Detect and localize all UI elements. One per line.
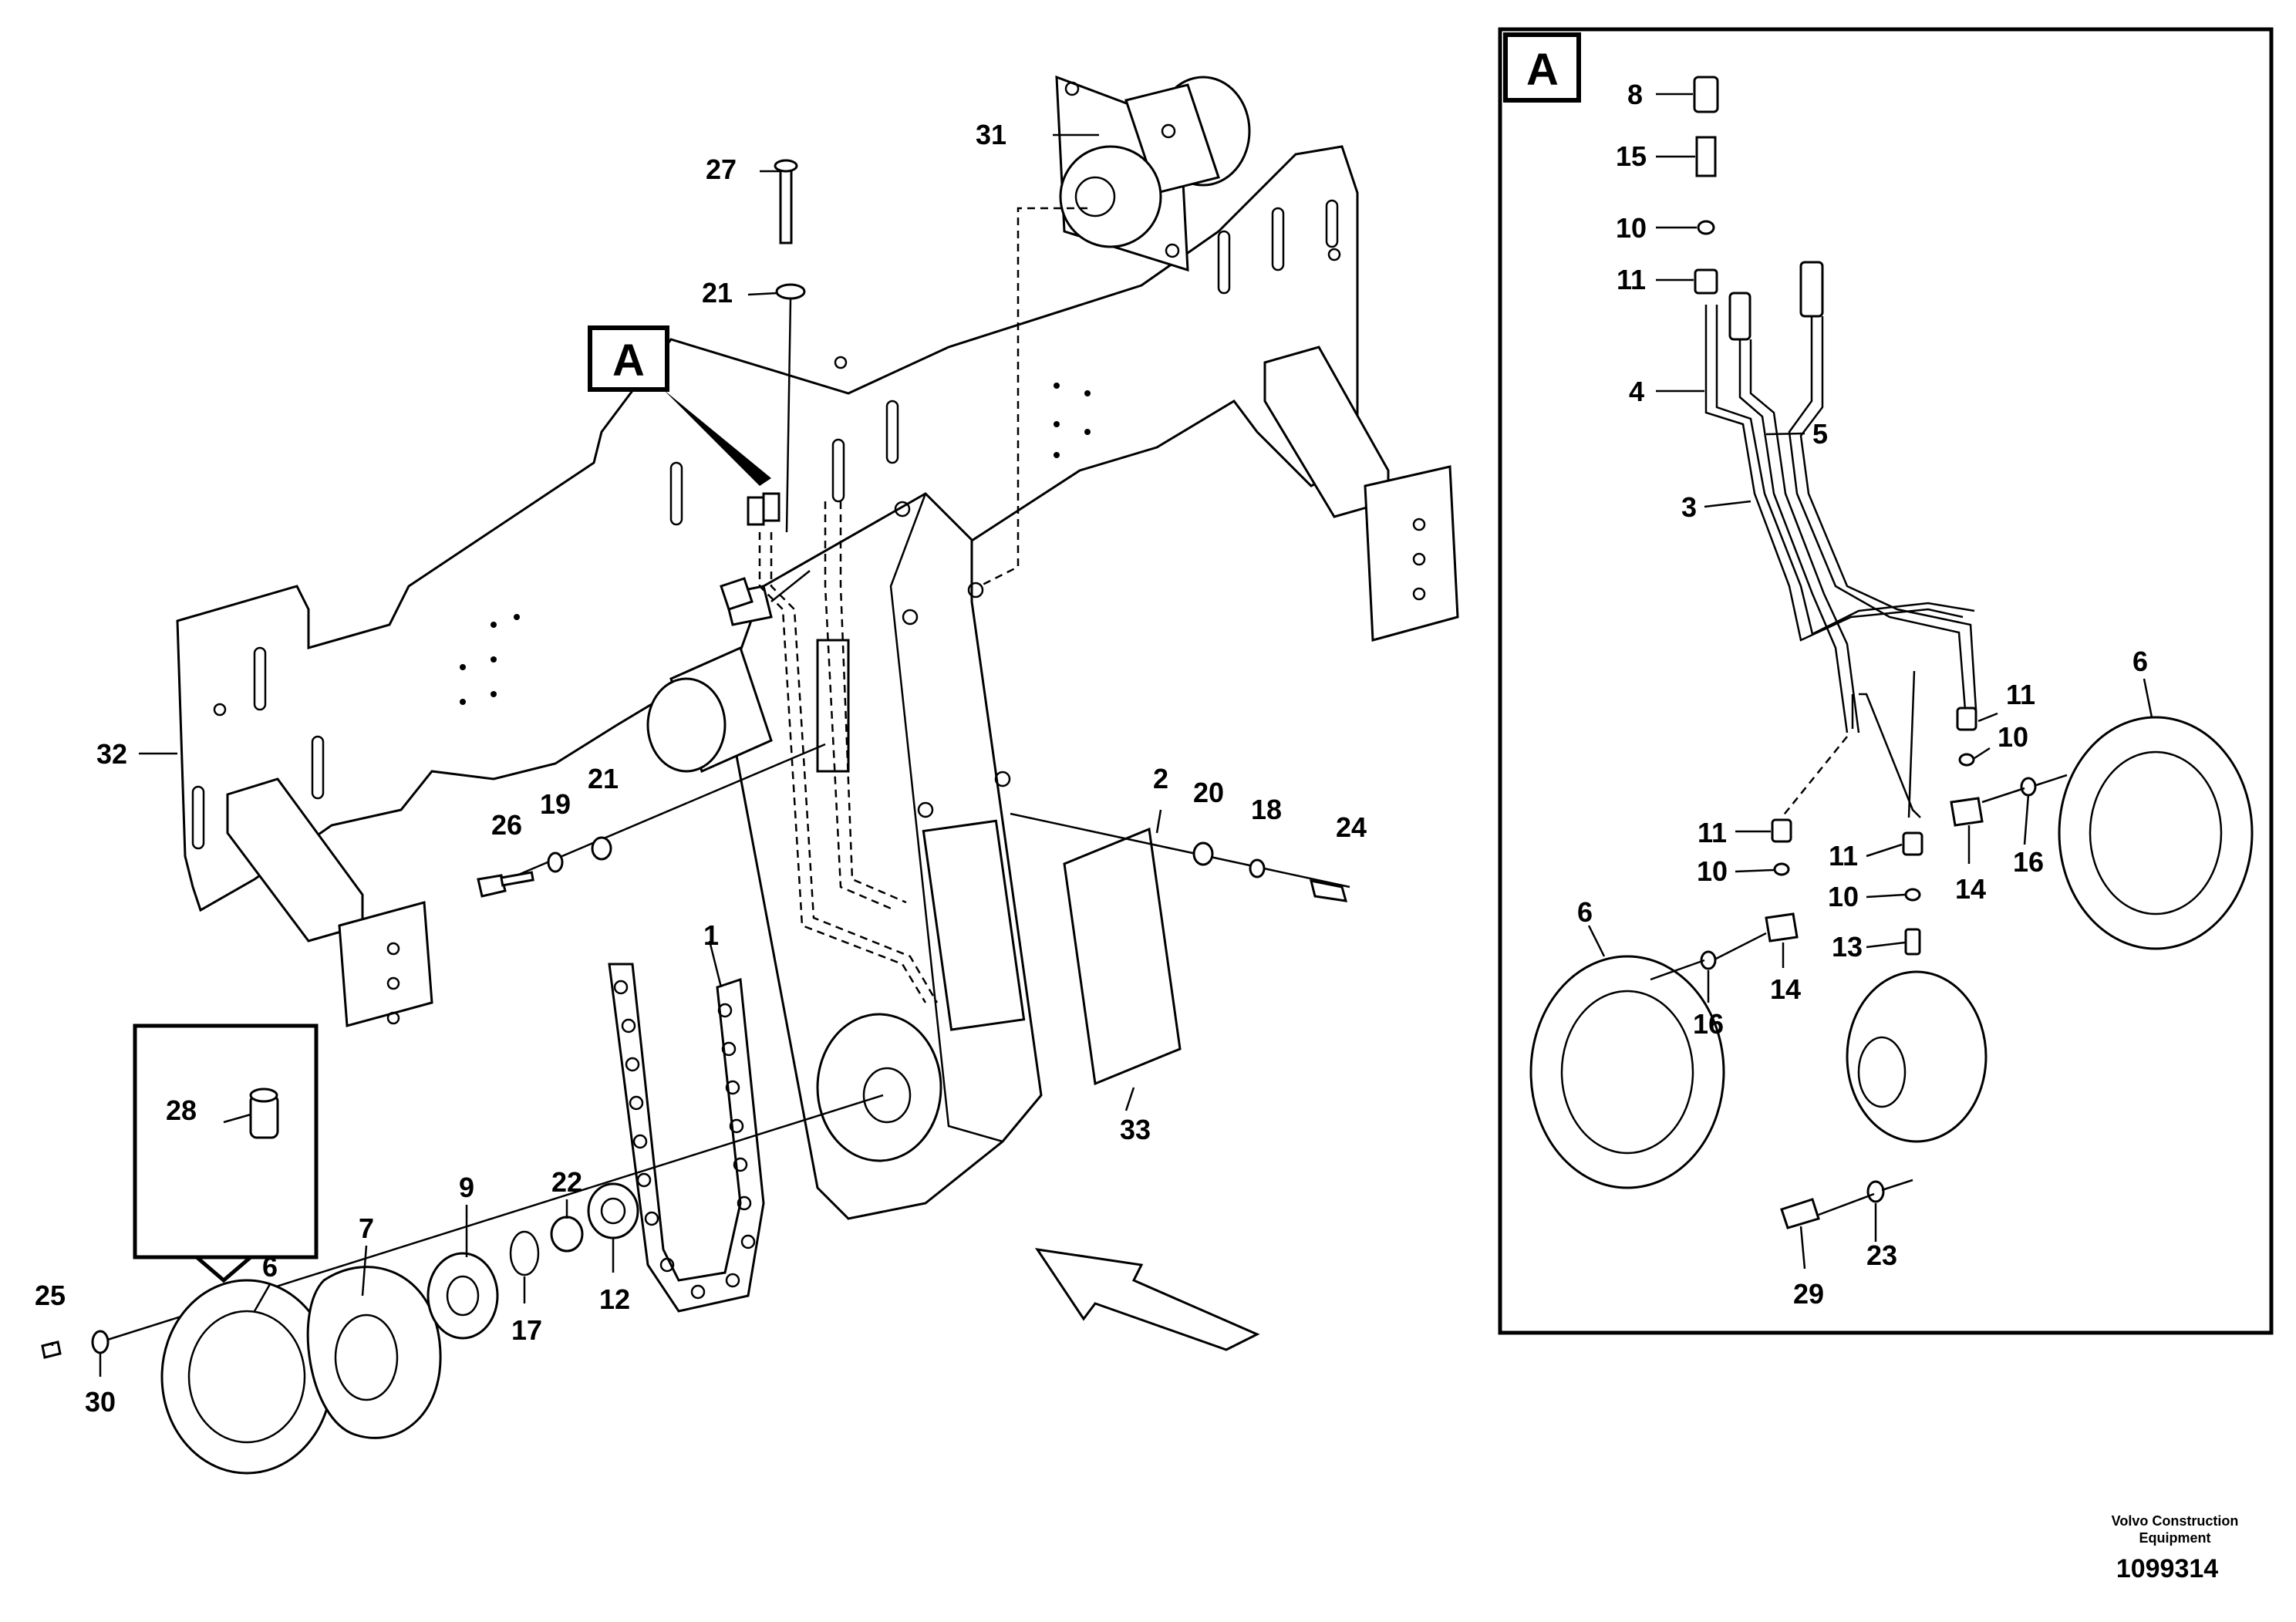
callout-33: 33 xyxy=(1120,1114,1151,1145)
footer-company-line2: Equipment xyxy=(2139,1530,2211,1546)
detail-callout-10-a: 10 xyxy=(1616,212,1647,244)
callout-18: 18 xyxy=(1251,794,1282,825)
detail-a-marker: A xyxy=(588,325,771,486)
detail-callout-29: 29 xyxy=(1793,1278,1824,1310)
callout-27: 27 xyxy=(706,153,737,185)
callout-21-left: 21 xyxy=(588,763,619,794)
callout-22: 22 xyxy=(551,1166,582,1198)
callout-32: 32 xyxy=(96,738,127,770)
detail-callout-13: 13 xyxy=(1832,931,1863,963)
callout-12: 12 xyxy=(599,1283,630,1315)
detail-a-parts xyxy=(1529,76,2254,1229)
callout-7: 7 xyxy=(359,1212,374,1244)
detail-callout-16-a: 16 xyxy=(1693,1008,1724,1040)
detail-callout-8: 8 xyxy=(1627,79,1643,110)
callout-28: 28 xyxy=(166,1094,197,1126)
bolt-assembly-left xyxy=(477,743,826,898)
inset-box-28 xyxy=(133,1023,319,1283)
main-leaders xyxy=(51,133,1162,1377)
hose-fittings xyxy=(720,492,781,611)
callout-21-top: 21 xyxy=(702,277,733,309)
callout-9: 9 xyxy=(459,1172,474,1203)
bolt-assembly-right xyxy=(1010,812,1350,902)
callout-6-main: 6 xyxy=(262,1251,278,1283)
mounting-frame xyxy=(176,145,1359,912)
callout-20: 20 xyxy=(1193,777,1224,808)
footer-drawing-number: 1099314 xyxy=(2116,1554,2218,1583)
detail-callout-6-left: 6 xyxy=(1577,896,1593,928)
detail-callout-4: 4 xyxy=(1629,376,1644,407)
callout-2: 2 xyxy=(1153,763,1168,794)
detail-a-marker-label: A xyxy=(612,336,645,386)
callout-30: 30 xyxy=(85,1386,116,1418)
direction-arrow xyxy=(1034,1248,1260,1351)
cover-plate xyxy=(1063,827,1182,1086)
detail-callout-6-right: 6 xyxy=(2132,646,2148,677)
detail-a-panel-tag: A xyxy=(1526,45,1559,95)
left-leg xyxy=(226,777,433,1027)
callout-19: 19 xyxy=(540,788,571,820)
detail-callout-11-a: 11 xyxy=(1617,264,1646,295)
drive-motor-sprocket xyxy=(1055,75,1251,272)
detail-callout-10-c: 10 xyxy=(1697,855,1728,887)
detail-callout-14-b: 14 xyxy=(1955,873,1986,905)
footer-company-line1: Volvo Construction xyxy=(2112,1513,2239,1529)
right-leg xyxy=(1263,346,1459,642)
callout-1: 1 xyxy=(703,919,719,951)
hydraulic-lines xyxy=(758,501,939,1003)
detail-callout-11-b: 11 xyxy=(2006,679,2035,710)
detail-callout-16-b: 16 xyxy=(2013,846,2044,878)
main-callouts: 27 21 31 32 26 19 21 2 20 18 24 1 33 28 … xyxy=(35,119,1367,1418)
callout-31: 31 xyxy=(976,119,1006,150)
callout-24: 24 xyxy=(1336,811,1367,843)
detail-callout-10-b: 10 xyxy=(1998,721,2028,753)
footer: Volvo Construction Equipment 1099314 xyxy=(2112,1513,2239,1583)
hydraulic-motor xyxy=(646,585,850,774)
detail-callout-11-c: 11 xyxy=(1698,817,1727,848)
callout-25: 25 xyxy=(35,1280,66,1311)
detail-callout-15: 15 xyxy=(1616,140,1647,172)
detail-callout-3: 3 xyxy=(1681,491,1697,523)
detail-callout-5: 5 xyxy=(1812,418,1828,450)
shaft-parts-stack xyxy=(41,1094,884,1475)
callout-17: 17 xyxy=(511,1314,542,1346)
drive-chain xyxy=(608,963,765,1313)
chain-case-housing xyxy=(723,492,1043,1220)
detail-a-panel: A xyxy=(1498,27,2274,1335)
bolt-and-washer-top xyxy=(774,159,806,533)
callout-26: 26 xyxy=(491,809,522,841)
detail-callout-23: 23 xyxy=(1866,1239,1897,1271)
detail-leaders xyxy=(1587,93,2153,1270)
detail-callouts: 8 15 10 11 4 5 3 11 10 6 14 16 11 10 11 … xyxy=(1577,79,2148,1310)
detail-callout-11-d: 11 xyxy=(1829,840,1858,872)
detail-callout-14-a: 14 xyxy=(1770,973,1801,1005)
detail-callout-10-d: 10 xyxy=(1828,881,1859,912)
